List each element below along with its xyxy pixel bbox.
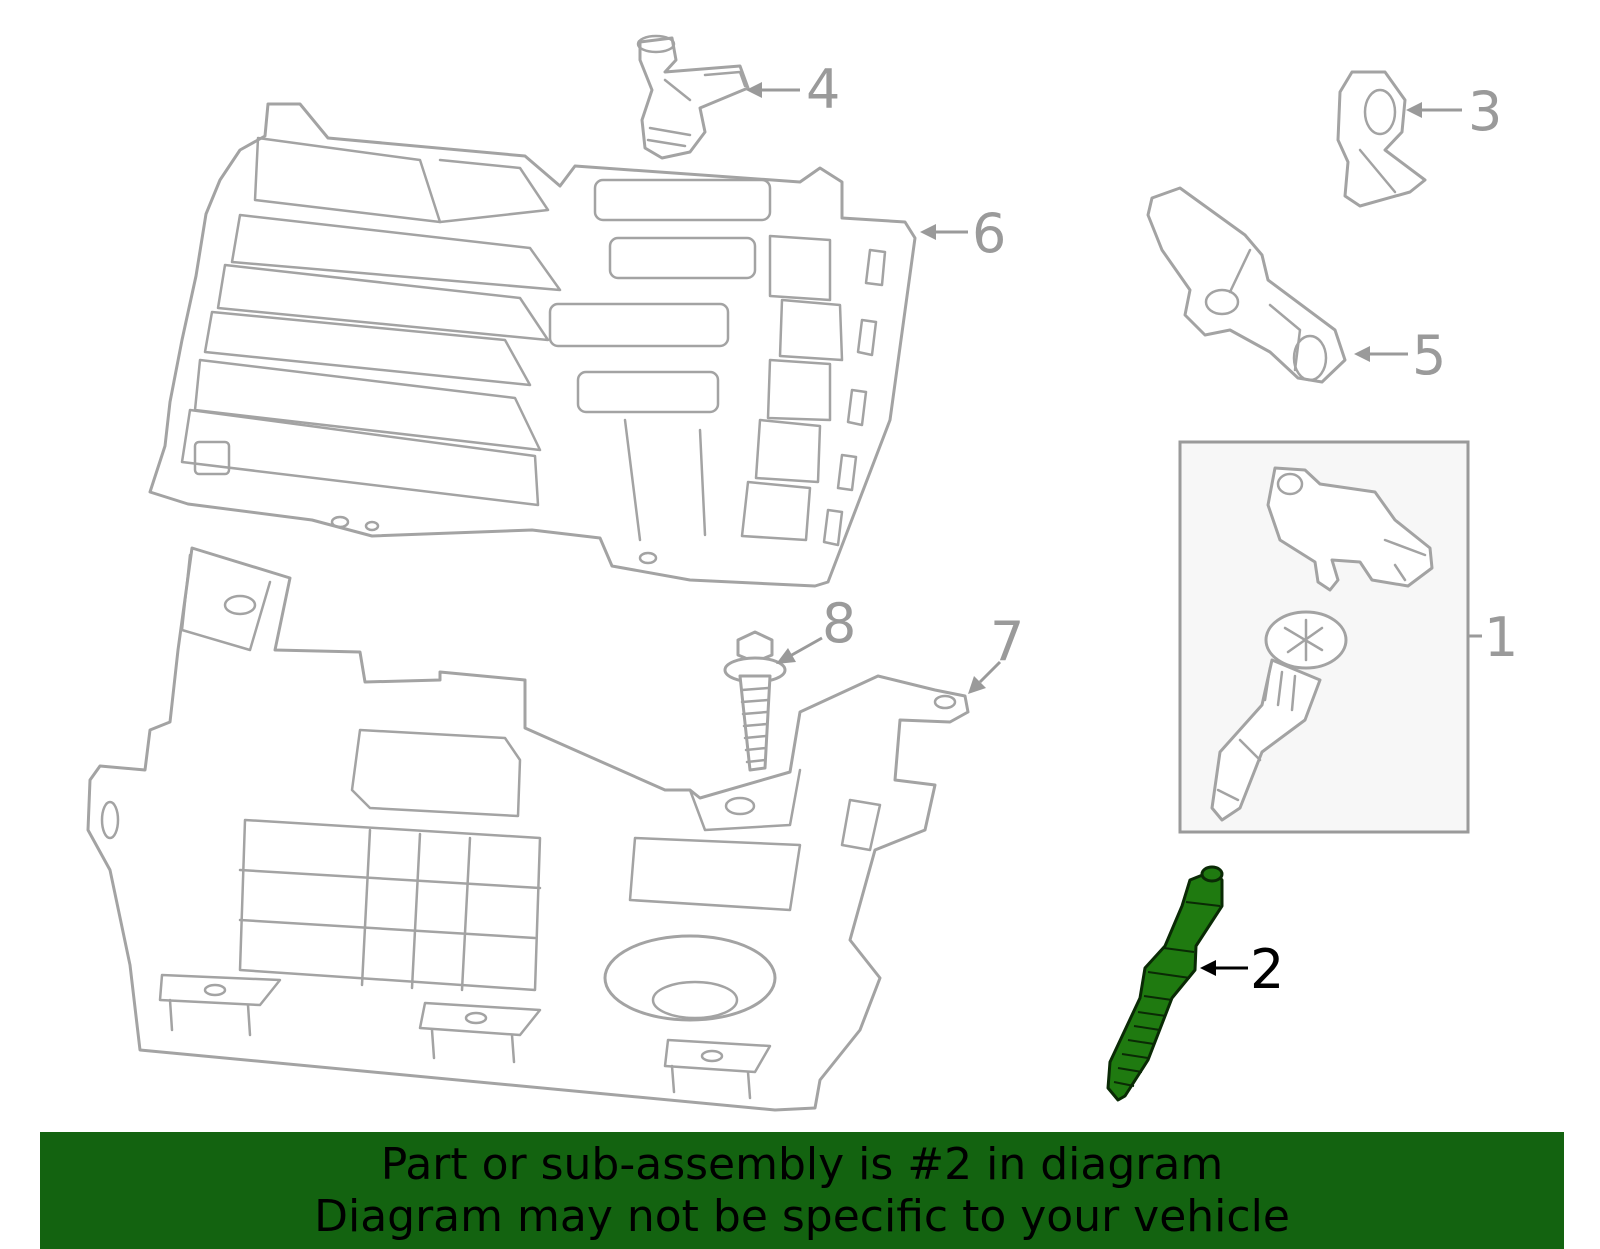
part-5-sensor[interactable]	[1146, 186, 1347, 384]
callout-2-number: 2	[1250, 938, 1284, 1001]
part-2-highlighted[interactable]	[1106, 865, 1224, 1102]
callout-6-number: 6	[972, 202, 1006, 265]
callout-1-number: 1	[1484, 606, 1518, 669]
part-7-mounting-bracket[interactable]	[86, 546, 970, 1112]
part-1-sensor-kit[interactable]	[1178, 440, 1470, 834]
part-3-sensor[interactable]	[1336, 70, 1427, 208]
part-6-control-module[interactable]	[148, 102, 917, 588]
callout-8: 8	[776, 592, 856, 664]
part-4-sensor[interactable]	[636, 34, 750, 160]
callout-8-number: 8	[822, 592, 856, 655]
callout-3-number: 3	[1468, 80, 1502, 143]
callout-2: 2	[1200, 938, 1284, 1001]
part-8-bolt[interactable]	[723, 630, 787, 772]
callout-6: 6	[920, 202, 1006, 265]
part-notice-banner: Part or sub-assembly is #2 in diagram Di…	[40, 1132, 1564, 1249]
banner-line-2: Diagram may not be specific to your vehi…	[314, 1190, 1290, 1242]
callout-7: 7	[968, 610, 1024, 694]
callout-7-number: 7	[990, 610, 1024, 673]
banner-line-1: Part or sub-assembly is #2 in diagram	[380, 1138, 1224, 1190]
callout-4-number: 4	[806, 58, 840, 121]
callout-3: 3	[1406, 80, 1502, 143]
callout-4: 4	[746, 58, 840, 121]
callout-1: 1	[1468, 606, 1518, 669]
callout-5: 5	[1354, 324, 1446, 387]
callout-5-number: 5	[1412, 324, 1446, 387]
